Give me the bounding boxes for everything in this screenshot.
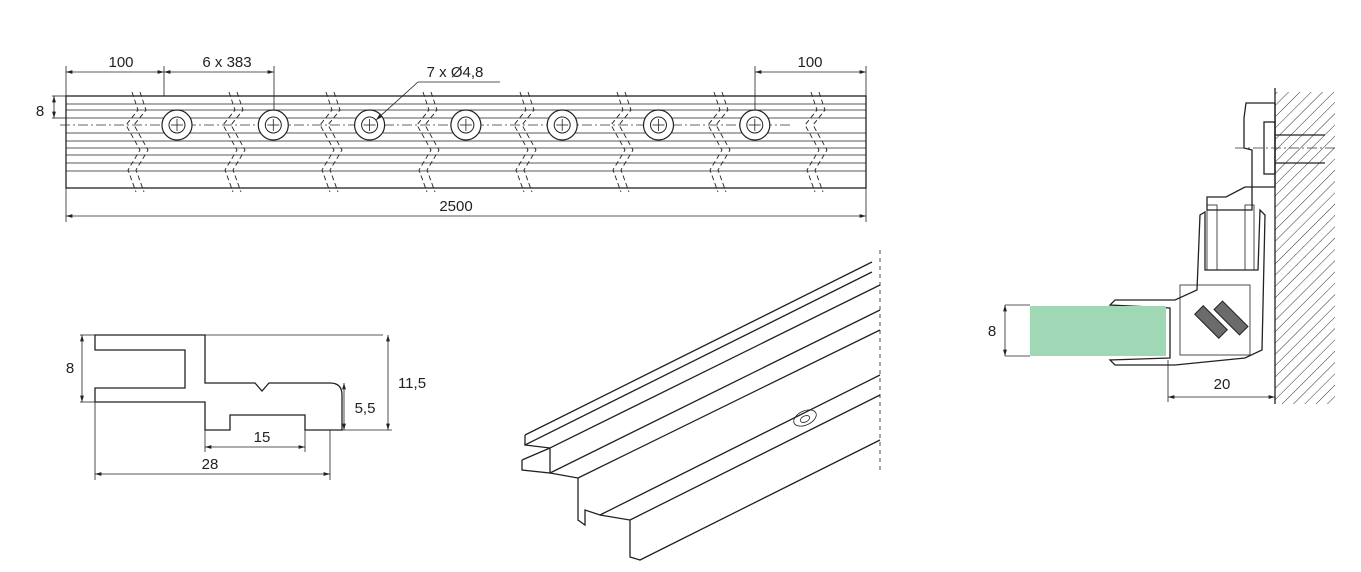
break-line (513, 91, 529, 193)
break-line (230, 91, 246, 193)
break-lines (125, 91, 828, 193)
holes (161, 109, 771, 141)
dim-height-label: 8 (36, 103, 44, 120)
mounting-hole (450, 109, 482, 141)
top-dimensions: 100 6 x 383 100 7 x Ø4,8 8 2500 (36, 54, 867, 222)
dim-right-label: 100 (797, 54, 822, 71)
break-line (610, 91, 626, 193)
break-line (319, 91, 335, 193)
mounting-hole (546, 109, 578, 141)
cs-foot-height-label: 5,5 (355, 400, 376, 417)
wall-profile (1206, 102, 1276, 211)
mounting-hole (739, 109, 771, 141)
break-line (424, 91, 440, 193)
seal-profile (1108, 208, 1266, 366)
profile-outline (94, 334, 343, 431)
installation-detail: 8 20 (988, 88, 1335, 404)
dim-holes-label: 7 x Ø4,8 (427, 64, 484, 81)
break-line (715, 91, 731, 193)
glass-thickness-label: 8 (988, 323, 996, 340)
isometric-view (521, 250, 881, 561)
rail-grooves (66, 103, 866, 172)
dim-left-label: 100 (108, 54, 133, 71)
break-line (416, 91, 432, 193)
wall (1275, 92, 1335, 404)
break-line (804, 91, 820, 193)
cs-height-label: 8 (66, 360, 74, 377)
break-line (327, 91, 343, 193)
cs-total-height-label: 11,5 (398, 375, 426, 392)
break-line (125, 91, 141, 193)
cs-width-label: 28 (202, 456, 219, 473)
magnet-strip (1213, 300, 1249, 336)
mounting-hole (257, 109, 289, 141)
dim-spacing-label: 6 x 383 (202, 54, 251, 71)
glass-panel (1030, 306, 1166, 356)
cs-foot-width-label: 15 (254, 429, 271, 446)
dim-length-label: 2500 (439, 198, 472, 215)
mounting-hole (642, 109, 675, 141)
break-line (812, 91, 828, 193)
break-line (222, 91, 238, 193)
mounting-hole (354, 109, 386, 141)
top-view-rail (60, 91, 867, 193)
mounting-hole (161, 109, 193, 141)
break-line (133, 91, 149, 193)
offset-label: 20 (1214, 376, 1231, 393)
break-line (707, 91, 723, 193)
rail-outline (65, 95, 867, 189)
break-line (521, 91, 537, 193)
cross-section: 8 11,5 5,5 15 28 (66, 334, 426, 480)
magnet-strip (1194, 305, 1228, 339)
break-line (618, 91, 634, 193)
